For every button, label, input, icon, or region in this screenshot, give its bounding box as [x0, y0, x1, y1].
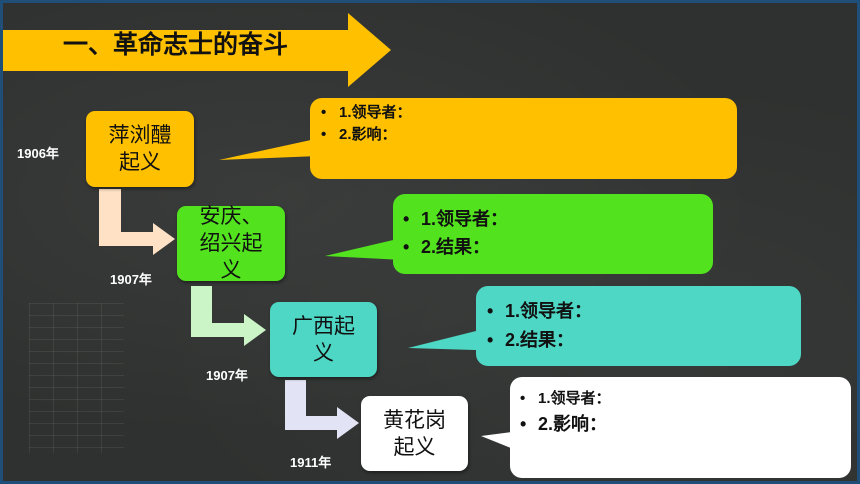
year-label-2: 1907年 — [110, 272, 152, 287]
callout-2-item-result: 2.结果： — [403, 233, 508, 261]
connector-arrow-2 — [191, 286, 266, 346]
callout-2-shape — [325, 194, 713, 274]
title-arrow-shape — [3, 13, 391, 87]
callout-3-item-leader: 1.领导者： — [487, 297, 592, 326]
connector-arrow-3 — [285, 380, 359, 439]
year-label-3: 1907年 — [206, 368, 248, 383]
connector-arrows — [99, 189, 359, 439]
callout-4-item-leader: 1.领导者： — [520, 387, 611, 411]
event-node-anqing-shaoxing: 安庆、 绍兴起 义 — [177, 204, 285, 282]
faint-grid-pattern — [29, 303, 124, 453]
callout-3-item-result: 2.结果： — [487, 326, 592, 355]
event-node-huanghuagang: 黄花岗 起义 — [361, 396, 468, 471]
event-node-pingliuli: 萍浏醴 起义 — [86, 111, 194, 187]
callout-1-text: 1.领导者： 2.影响： — [321, 102, 412, 146]
event-node-guangxi: 广西起 义 — [270, 302, 377, 377]
callout-3-text: 1.领导者： 2.结果： — [487, 297, 592, 355]
connector-arrow-1 — [99, 189, 175, 255]
year-label-4: 1911年 — [290, 455, 332, 470]
callout-1-shape — [219, 98, 737, 179]
callout-1-item-impact: 2.影响： — [321, 124, 412, 146]
callout-3-shape — [408, 286, 801, 366]
callout-2-text: 1.领导者： 2.结果： — [403, 205, 508, 261]
callout-1-item-leader: 1.领导者： — [321, 102, 412, 124]
callout-2-item-leader: 1.领导者： — [403, 205, 508, 233]
year-label-1: 1906年 — [17, 146, 59, 161]
callout-4-item-impact: 2.影响： — [520, 411, 611, 437]
callout-4-text: 1.领导者： 2.影响： — [520, 387, 611, 437]
slide-title: 一、革命志士的奋斗 — [63, 30, 289, 59]
